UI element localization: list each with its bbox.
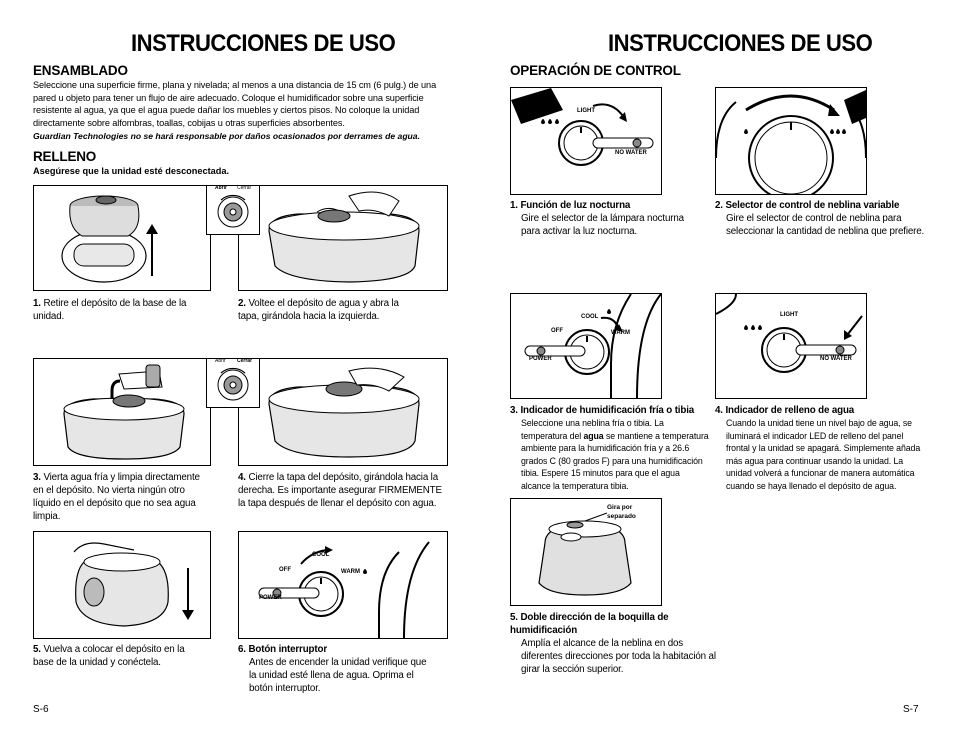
control-4-caption: 4. Indicador de relleno de agua Cuando l…: [715, 405, 921, 491]
label-cool-left: COOL: [312, 552, 330, 558]
assembly-text: Seleccione una superficie firme, plana y…: [33, 80, 437, 128]
step-3-caption: 3. Vierta agua fría y limpia directament…: [33, 472, 200, 522]
figure-step-1: [33, 185, 211, 291]
figure-step-6: COOL OFF WARM POWER: [238, 531, 448, 639]
label-rotate: Gira por separado: [607, 504, 636, 520]
step-5-caption: 5. Vuelva a colocar el depósito en la ba…: [33, 644, 185, 668]
figure-step-4: [238, 358, 448, 466]
figure-step-3: [33, 358, 211, 466]
label-power-3: POWER: [529, 356, 552, 362]
figure-step-2: [238, 185, 448, 291]
step-4-caption: 4. Cierre la tapa del depósito, girándol…: [238, 472, 442, 509]
control-figure-3: COOL OFF WARM POWER: [510, 293, 662, 399]
label-light-4: LIGHT: [780, 312, 798, 318]
dial-label-close-2: Cerrar: [237, 358, 253, 364]
dial-label-open-2: Abrir: [215, 358, 226, 364]
control-1-caption: 1. Función de luz nocturna Gire el selec…: [510, 200, 684, 237]
refill-heading: RELLENO: [33, 149, 97, 164]
page-number-left: S-6: [33, 704, 49, 715]
control-figure-1: LIGHT NO WATER: [510, 87, 662, 195]
label-light-1: LIGHT: [577, 108, 595, 114]
control-3-caption: 3. Indicador de humidificación fría o ti…: [510, 405, 709, 491]
page-number-right: S-7: [903, 704, 919, 715]
label-no-water-1: NO WATER: [615, 150, 647, 156]
label-warm-left: WARM: [341, 569, 360, 575]
control-5-caption: 5. Doble dirección de la boquilla de hum…: [510, 612, 716, 675]
dial-inset-open: Abrir Cerrar: [206, 185, 260, 235]
right-page-title: INSTRUCCIONES DE USO: [608, 30, 873, 57]
label-warm-3: WARM: [611, 330, 630, 336]
dial-label-close: Cerrar: [237, 185, 252, 191]
step-6-caption: 6. Botón interruptor Antes de encender l…: [238, 644, 427, 694]
dial-label-open: Abrir: [215, 185, 227, 191]
figure-step-5: [33, 531, 211, 639]
control-figure-4: LIGHT NO WATER: [715, 293, 867, 399]
dial-inset-close: Abrir Cerrar: [206, 358, 260, 408]
label-power-left: POWER: [259, 595, 282, 601]
refill-subheading: Asegúrese que la unidad esté desconectad…: [33, 166, 230, 176]
step-2-caption: 2. Voltee el depósito de agua y abra la …: [238, 298, 399, 322]
label-no-water-4: NO WATER: [820, 356, 852, 362]
assembly-disclaimer: Guardian Technologies no se hará respons…: [33, 131, 420, 141]
label-off-3: OFF: [551, 328, 563, 334]
control-figure-2: [715, 87, 867, 195]
control-heading: OPERACIÓN DE CONTROL: [510, 63, 681, 78]
control-2-caption: 2. Selector de control de neblina variab…: [715, 200, 925, 237]
left-page-title: INSTRUCCIONES DE USO: [131, 30, 396, 57]
step-1-caption: 1. Retire el depósito de la base de la u…: [33, 298, 187, 322]
label-cool-3: COOL: [581, 314, 599, 320]
assembly-heading: ENSAMBLADO: [33, 63, 128, 78]
label-off-left: OFF: [279, 567, 291, 573]
control-figure-5: Gira por separado: [510, 498, 662, 606]
